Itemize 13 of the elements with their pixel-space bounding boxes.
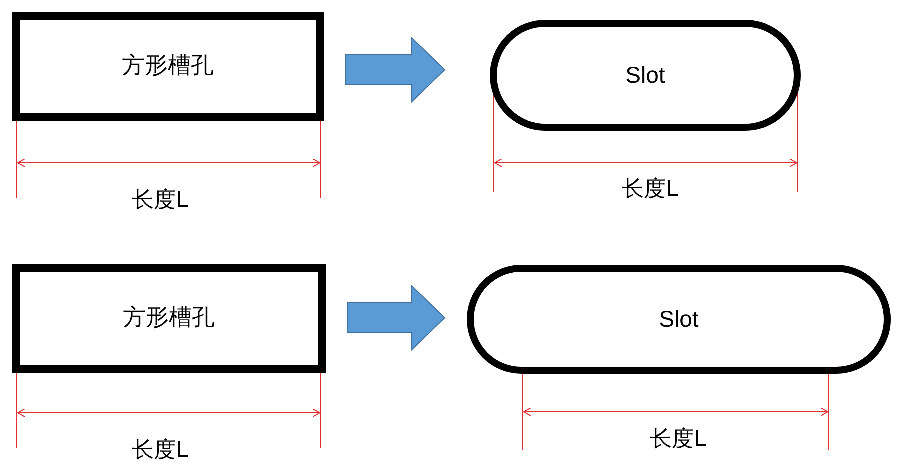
slot-shape [490, 20, 801, 131]
dimension-label: 长度L [132, 188, 188, 214]
node-label: Slot [659, 306, 699, 332]
dimension-label: 长度L [132, 438, 188, 464]
node-label: Slot [626, 62, 666, 88]
node-label: 方形槽孔 [123, 306, 215, 332]
dimension-label: 长度L [650, 428, 706, 452]
node-label: 方形槽孔 [122, 54, 214, 80]
dimension-label: 长度L [622, 178, 678, 202]
rectangular-slot-box [12, 264, 326, 373]
block-arrow [346, 36, 446, 104]
block-arrow [348, 284, 446, 352]
rectangular-slot-box [12, 12, 324, 121]
